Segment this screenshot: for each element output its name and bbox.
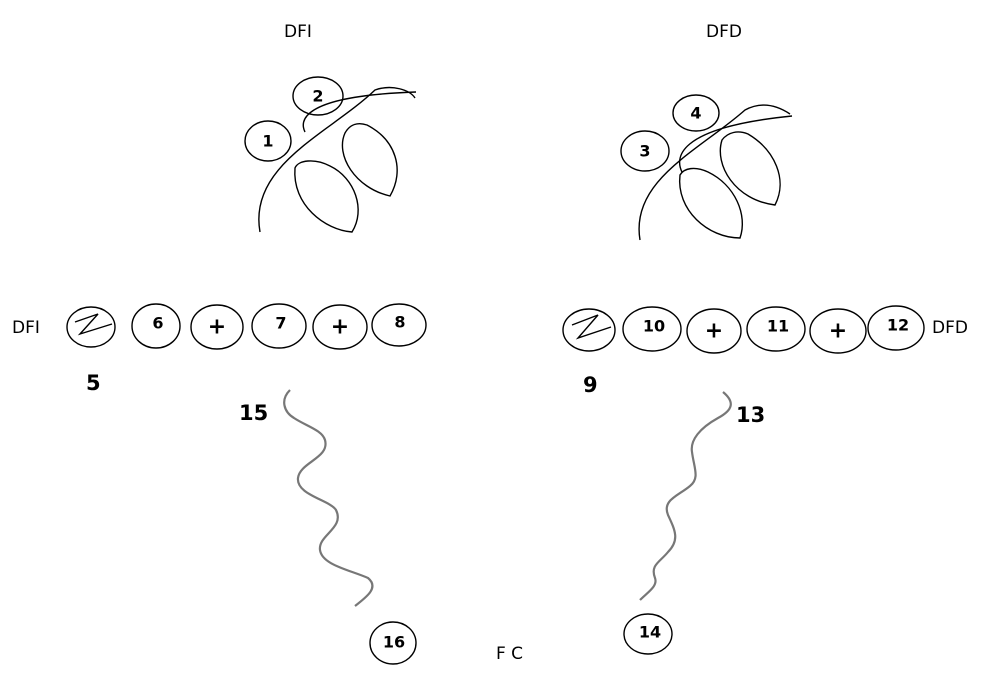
circle-3 (620, 130, 670, 172)
plus-sign-left-1: + (208, 315, 226, 340)
circle-7-label: 7 (275, 314, 286, 333)
hashed-circle-9-mark (571, 314, 612, 340)
circle-1-label: 1 (262, 132, 273, 151)
right-outer-arc (638, 104, 791, 241)
circle-12 (867, 305, 925, 351)
left-lower-petal (294, 160, 359, 233)
circle-11 (746, 306, 806, 352)
plus-sign-right-2: + (829, 319, 847, 344)
number-5: 5 (86, 371, 101, 395)
circle-2 (292, 76, 344, 116)
left-upper-petal (341, 123, 398, 197)
circle-11-label: 11 (767, 317, 789, 336)
plus-sign-right-1: + (705, 319, 723, 344)
right-upper-arc (678, 115, 793, 173)
circle-10-label: 10 (643, 317, 665, 336)
circle-6 (131, 303, 181, 349)
circle-4 (672, 94, 720, 132)
plus-circle-left-1 (190, 304, 244, 350)
circle-7 (251, 303, 307, 349)
right-cluster: 4 3 (620, 94, 793, 241)
circle-3-label: 3 (639, 142, 650, 161)
circle-2-label: 2 (312, 87, 323, 106)
hashed-circle-9 (562, 308, 616, 352)
circle-6-label: 6 (152, 314, 163, 333)
right-wavy-connector (639, 391, 732, 601)
left-chain: 6 + 7 + 8 (66, 303, 427, 350)
top-left-label: DFI (284, 22, 312, 42)
number-13: 13 (736, 403, 765, 427)
plus-circle-right-2 (809, 308, 867, 354)
circle-16-label: 16 (383, 633, 405, 652)
right-chain: 10 + 11 + 12 (562, 305, 925, 354)
circle-10 (622, 306, 682, 352)
circle-14 (623, 613, 673, 655)
circle-1 (244, 120, 292, 162)
circle-12-label: 12 (887, 316, 909, 335)
number-15: 15 (239, 401, 268, 425)
right-lower-petal (679, 167, 744, 239)
plus-circle-left-2 (312, 304, 368, 350)
left-upper-arc (302, 91, 417, 133)
circle-8 (371, 303, 427, 347)
top-right-label: DFD (706, 22, 742, 42)
circle-4-label: 4 (690, 104, 701, 123)
left-cluster: 2 1 (244, 76, 417, 233)
circle-14-label: 14 (639, 623, 661, 642)
hashed-circle-5 (66, 306, 116, 348)
left-wavy-connector (283, 389, 374, 607)
plus-sign-left-2: + (331, 315, 349, 340)
hashed-circle-5-mark (74, 313, 113, 336)
row-right-label: DFD (932, 318, 968, 338)
circle-8-label: 8 (394, 313, 405, 332)
circle-16 (369, 621, 417, 665)
left-outer-arc (258, 86, 416, 233)
plus-circle-right-1 (686, 308, 742, 354)
row-left-label: DFI (12, 318, 40, 338)
bottom-label: F C (496, 644, 523, 664)
number-9: 9 (583, 373, 598, 397)
right-upper-petal (719, 131, 781, 206)
